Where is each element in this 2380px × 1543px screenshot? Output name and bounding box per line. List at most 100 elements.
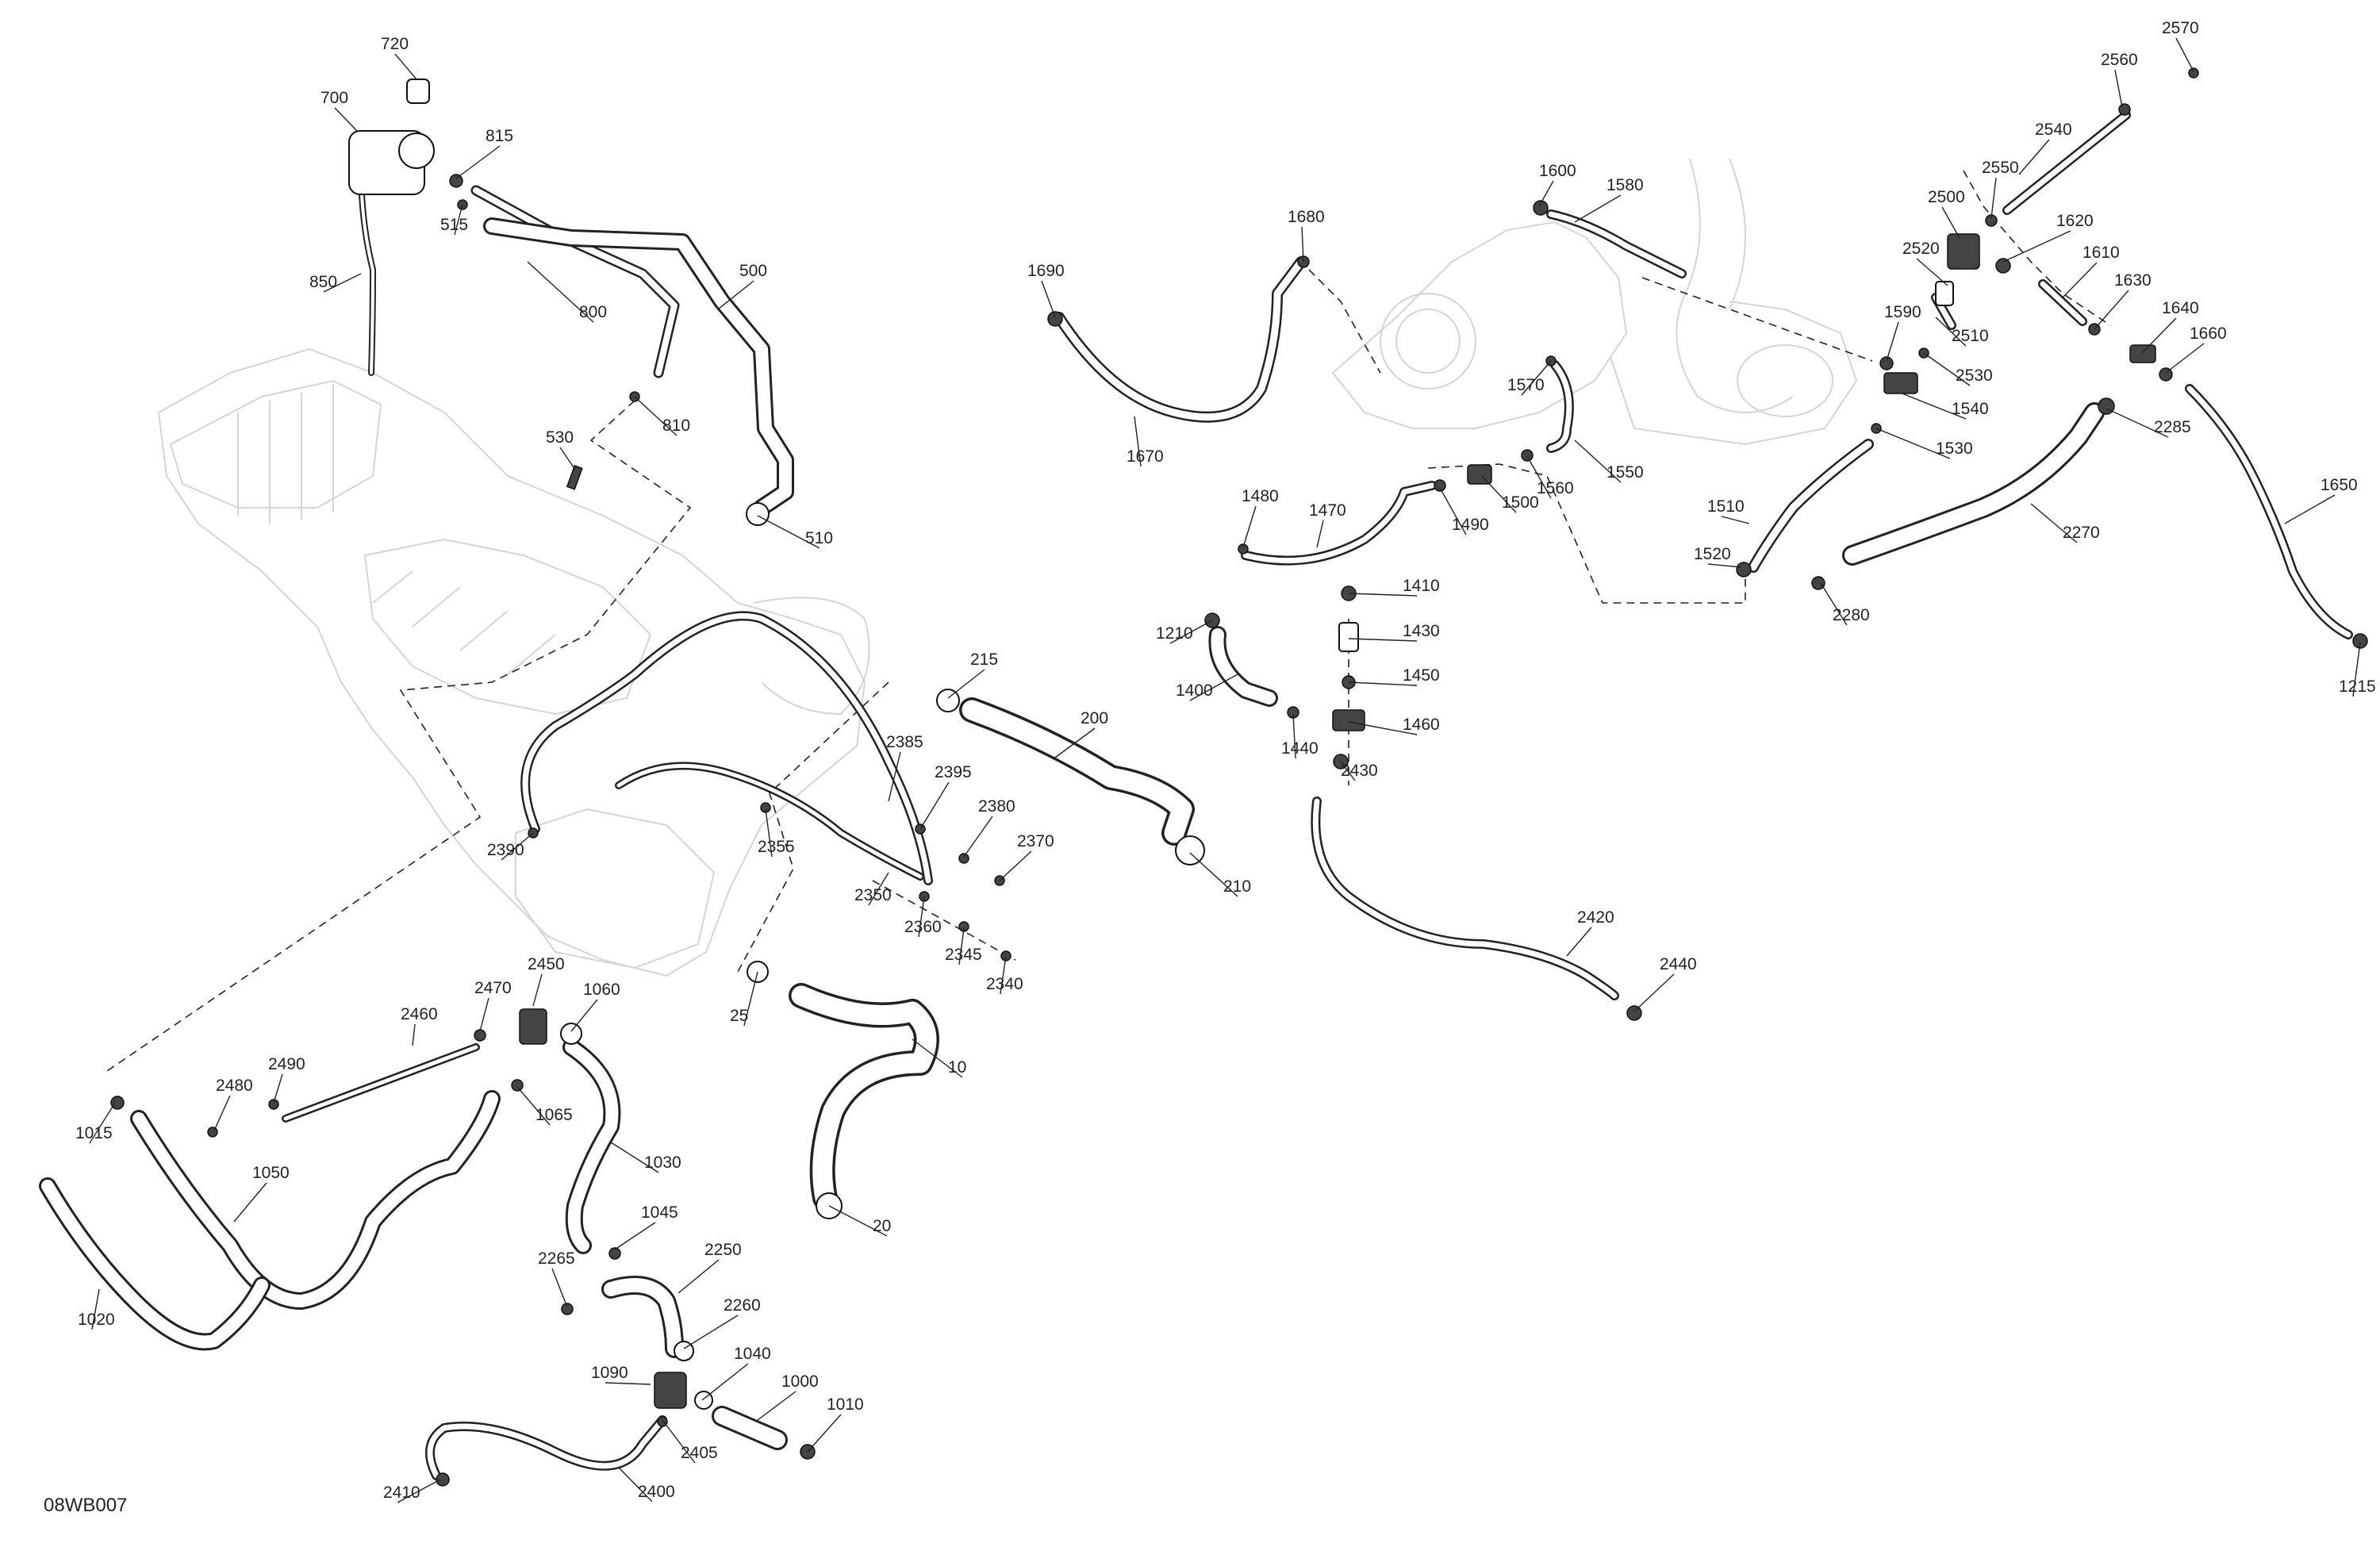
leader-line xyxy=(1899,392,1967,420)
part-callout-25[interactable]: 25 xyxy=(730,1007,748,1025)
part-callout-10[interactable]: 10 xyxy=(948,1058,966,1077)
part-callout-1480[interactable]: 1480 xyxy=(1242,487,1279,505)
part-callout-1640[interactable]: 1640 xyxy=(2162,299,2199,317)
part-callout-2250[interactable]: 2250 xyxy=(704,1241,742,1259)
part-callout-2345[interactable]: 2345 xyxy=(945,946,982,964)
part-callout-2355[interactable]: 2355 xyxy=(758,838,795,856)
part-callout-2480[interactable]: 2480 xyxy=(216,1077,253,1095)
part-callout-1540[interactable]: 1540 xyxy=(1952,400,1989,418)
part-callout-2385[interactable]: 2385 xyxy=(886,733,923,751)
part-callout-215[interactable]: 215 xyxy=(970,651,998,669)
part-callout-2430[interactable]: 2430 xyxy=(1341,762,1378,780)
part-callout-1020[interactable]: 1020 xyxy=(78,1311,115,1329)
part-callout-2285[interactable]: 2285 xyxy=(2154,418,2191,436)
part-callout-1590[interactable]: 1590 xyxy=(1884,303,1921,321)
part-callout-1670[interactable]: 1670 xyxy=(1127,447,1164,466)
part-callout-1450[interactable]: 1450 xyxy=(1403,666,1440,685)
part-callout-1570[interactable]: 1570 xyxy=(1507,376,1545,394)
part-callout-2510[interactable]: 2510 xyxy=(1952,327,1989,345)
part-callout-2350[interactable]: 2350 xyxy=(854,886,892,904)
part-callout-2420[interactable]: 2420 xyxy=(1577,908,1614,927)
leader-line xyxy=(678,1259,720,1294)
part-callout-1550[interactable]: 1550 xyxy=(1606,463,1644,482)
part-callout-1600[interactable]: 1600 xyxy=(1539,162,1576,180)
part-callout-1630[interactable]: 1630 xyxy=(2114,271,2152,290)
part-callout-2450[interactable]: 2450 xyxy=(528,955,565,973)
part-callout-810[interactable]: 810 xyxy=(662,416,690,435)
part-callout-510[interactable]: 510 xyxy=(805,529,833,547)
part-callout-2550[interactable]: 2550 xyxy=(1982,159,2019,177)
part-callout-2520[interactable]: 2520 xyxy=(1902,240,1940,258)
part-callout-2340[interactable]: 2340 xyxy=(986,975,1023,993)
part-callout-2410[interactable]: 2410 xyxy=(383,1484,420,1502)
part-callout-1400[interactable]: 1400 xyxy=(1176,681,1213,700)
part-callout-815[interactable]: 815 xyxy=(486,127,513,145)
part-callout-2380[interactable]: 2380 xyxy=(978,797,1015,816)
part-callout-1580[interactable]: 1580 xyxy=(1606,176,1644,194)
part-callout-2460[interactable]: 2460 xyxy=(401,1005,438,1023)
part-callout-2470[interactable]: 2470 xyxy=(474,979,512,997)
part-callout-1015[interactable]: 1015 xyxy=(75,1124,113,1142)
part-callout-1060[interactable]: 1060 xyxy=(583,981,620,999)
leader-line xyxy=(2002,230,2071,263)
part-callout-1090[interactable]: 1090 xyxy=(591,1364,628,1382)
part-callout-2500[interactable]: 2500 xyxy=(1928,188,1965,206)
part-callout-2265[interactable]: 2265 xyxy=(538,1249,575,1268)
part-callout-1460[interactable]: 1460 xyxy=(1403,716,1440,734)
part-callout-1560[interactable]: 1560 xyxy=(1537,479,1574,497)
leader-line xyxy=(394,53,417,80)
part-callout-2280[interactable]: 2280 xyxy=(1833,606,1870,624)
part-callout-2570[interactable]: 2570 xyxy=(2162,19,2199,37)
part-callout-1680[interactable]: 1680 xyxy=(1288,208,1325,226)
part-callout-1000[interactable]: 1000 xyxy=(781,1372,819,1391)
part-callout-1690[interactable]: 1690 xyxy=(1027,262,1065,280)
part-callout-1530[interactable]: 1530 xyxy=(1936,439,1973,458)
part-callout-1040[interactable]: 1040 xyxy=(734,1345,771,1363)
part-callout-1610[interactable]: 1610 xyxy=(2082,244,2120,262)
part-callout-2360[interactable]: 2360 xyxy=(904,918,942,936)
leader-lines xyxy=(89,37,2361,1503)
part-callout-1430[interactable]: 1430 xyxy=(1403,622,1440,640)
part-callout-2440[interactable]: 2440 xyxy=(1660,955,1697,973)
part-callout-1620[interactable]: 1620 xyxy=(2056,212,2094,230)
part-callout-1210[interactable]: 1210 xyxy=(1156,624,1193,643)
part-callout-2370[interactable]: 2370 xyxy=(1017,832,1054,850)
part-callout-1660[interactable]: 1660 xyxy=(2190,324,2227,343)
part-callout-1030[interactable]: 1030 xyxy=(644,1153,681,1172)
part-callout-2405[interactable]: 2405 xyxy=(681,1444,718,1462)
part-callout-2270[interactable]: 2270 xyxy=(2063,524,2100,542)
part-callout-1215[interactable]: 1215 xyxy=(2339,677,2376,696)
part-callout-1050[interactable]: 1050 xyxy=(252,1164,290,1182)
part-callout-210[interactable]: 210 xyxy=(1223,877,1251,896)
part-callout-2530[interactable]: 2530 xyxy=(1956,367,1993,385)
part-callout-20[interactable]: 20 xyxy=(873,1217,891,1235)
part-callout-1510[interactable]: 1510 xyxy=(1707,497,1745,516)
part-callout-500[interactable]: 500 xyxy=(739,262,767,280)
part-callout-1650[interactable]: 1650 xyxy=(2320,476,2358,494)
part-callout-800[interactable]: 800 xyxy=(579,303,607,321)
leader-line xyxy=(2018,139,2050,175)
part-callout-2400[interactable]: 2400 xyxy=(638,1483,675,1501)
part-callout-200[interactable]: 200 xyxy=(1081,709,1108,727)
part-callout-1520[interactable]: 1520 xyxy=(1694,545,1731,563)
part-callout-2390[interactable]: 2390 xyxy=(487,841,524,859)
part-callout-2260[interactable]: 2260 xyxy=(724,1296,761,1315)
part-callout-1500[interactable]: 1500 xyxy=(1502,493,1539,512)
part-callout-2540[interactable]: 2540 xyxy=(2035,121,2072,139)
part-callout-2490[interactable]: 2490 xyxy=(268,1055,305,1073)
part-callout-1440[interactable]: 1440 xyxy=(1281,739,1319,758)
part-callout-1065[interactable]: 1065 xyxy=(536,1106,573,1124)
part-callout-1490[interactable]: 1490 xyxy=(1452,516,1489,534)
part-callout-515[interactable]: 515 xyxy=(440,216,468,234)
part-callout-2560[interactable]: 2560 xyxy=(2101,51,2138,69)
part-callout-700[interactable]: 700 xyxy=(321,89,348,107)
part-callout-1045[interactable]: 1045 xyxy=(641,1203,678,1222)
leader-line xyxy=(334,107,358,132)
part-callout-720[interactable]: 720 xyxy=(381,35,409,53)
part-callout-1010[interactable]: 1010 xyxy=(827,1395,864,1414)
part-callout-1410[interactable]: 1410 xyxy=(1403,577,1440,595)
part-callout-530[interactable]: 530 xyxy=(546,428,574,447)
part-callout-2395[interactable]: 2395 xyxy=(935,763,972,781)
part-callout-1470[interactable]: 1470 xyxy=(1309,501,1346,520)
part-callout-850[interactable]: 850 xyxy=(309,273,337,291)
